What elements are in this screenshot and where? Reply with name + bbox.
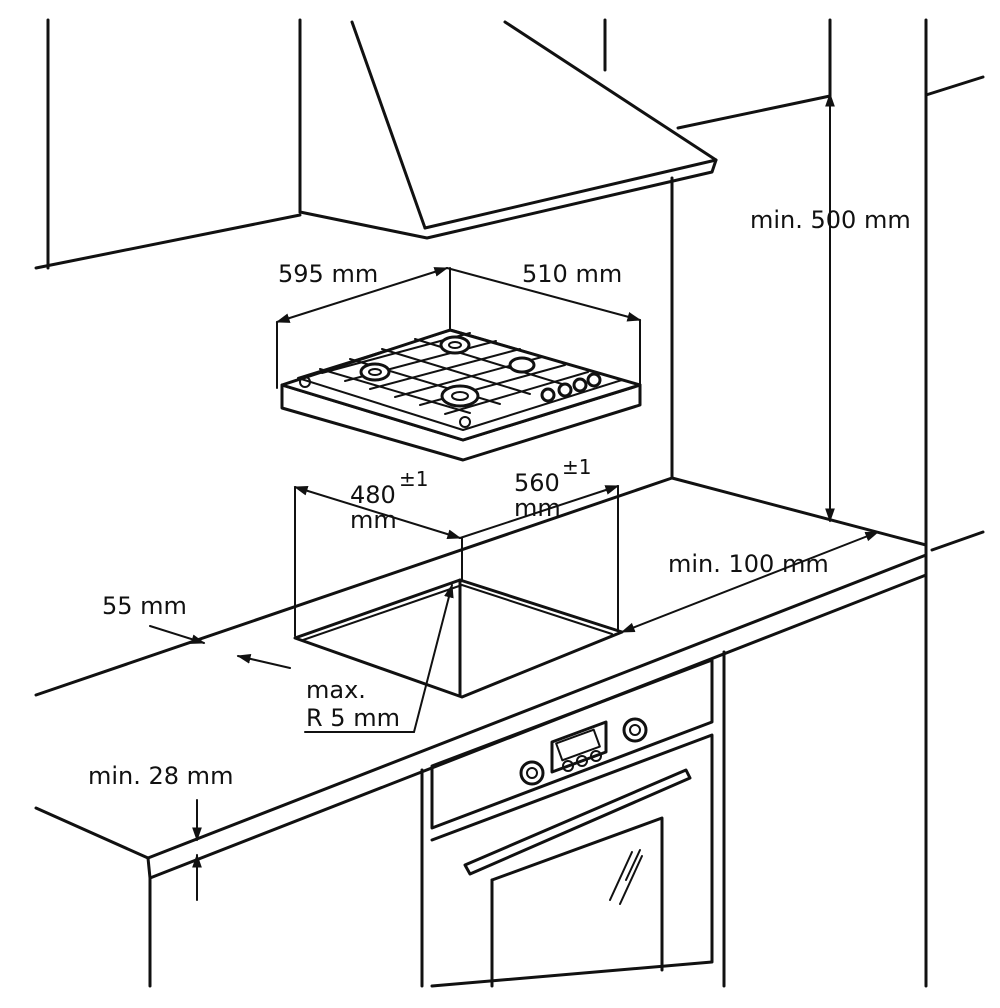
hob-depth-label: 510 mm <box>522 260 622 288</box>
wall-cabinets <box>34 18 985 988</box>
dimension-lines <box>149 92 880 901</box>
front-edge-label: 55 mm <box>102 592 187 620</box>
cutout-width-value: 560 <box>514 469 560 497</box>
cutout-depth-unit: mm <box>350 506 397 534</box>
cutout-width-tolerance: ±1 <box>562 455 591 479</box>
cutout-depth-value: 480 <box>350 481 396 509</box>
extractor-hood <box>298 20 718 240</box>
hood-clearance-label: min. 500 mm <box>750 206 911 234</box>
base-cabinet <box>420 650 726 988</box>
corner-radius-label-line1: max. <box>306 676 366 704</box>
corner-radius-label-line2: R 5 mm <box>306 704 400 732</box>
cutout-width-unit: mm <box>514 494 561 522</box>
oven <box>430 658 714 988</box>
cutout-depth-tolerance: ±1 <box>399 467 428 491</box>
hob-width-label: 595 mm <box>278 260 378 288</box>
wall-clearance-label: min. 100 mm <box>668 550 829 578</box>
gas-hob <box>280 328 642 462</box>
worktop-thickness-label: min. 28 mm <box>88 762 233 790</box>
